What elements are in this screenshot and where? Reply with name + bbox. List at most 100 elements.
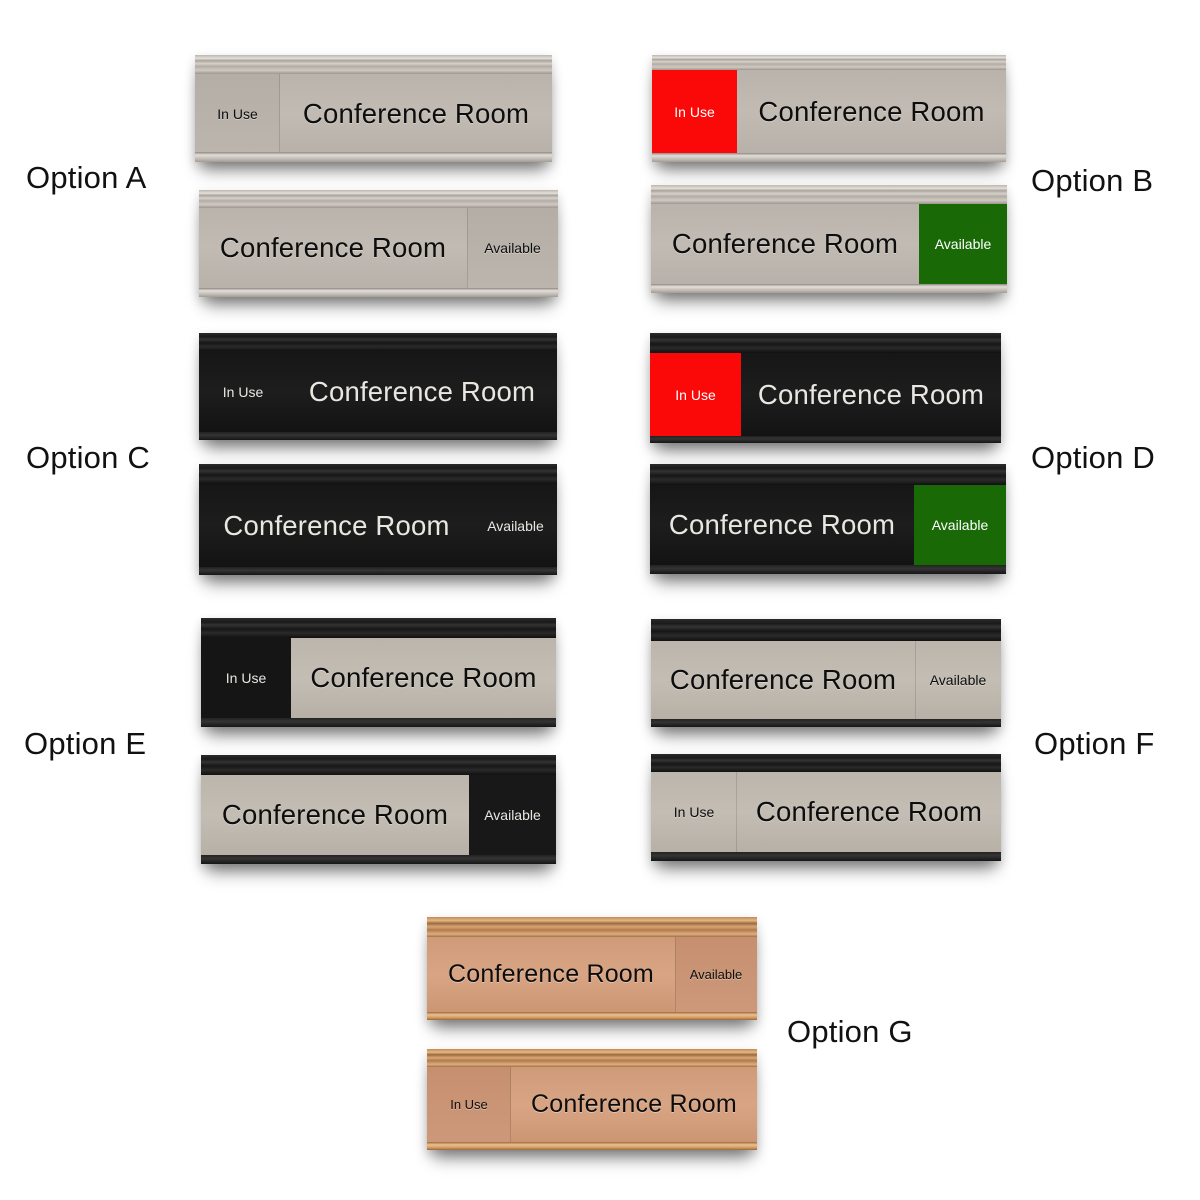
option-a-label: Option A xyxy=(26,160,147,195)
status-label: In Use xyxy=(675,386,716,403)
room-name: Conference Room xyxy=(758,95,985,127)
frame-top-rail xyxy=(195,55,552,74)
option-c-sign-in-use[interactable]: In Use Conference Room xyxy=(199,333,557,440)
room-nameplate: Conference Room xyxy=(737,70,1006,153)
status-slider[interactable]: In Use xyxy=(195,74,280,153)
option-a-sign-available[interactable]: Conference Room Available xyxy=(199,190,558,297)
room-nameplate: Conference Room xyxy=(651,641,915,719)
sign-insert: Conference Room Available xyxy=(651,641,1001,719)
room-nameplate: Conference Room xyxy=(199,484,474,567)
option-e-sign-in-use[interactable]: In Use Conference Room xyxy=(201,618,556,727)
room-name: Conference Room xyxy=(669,664,897,695)
frame-top-rail xyxy=(652,55,1006,70)
sign-insert: In Use Conference Room xyxy=(201,638,556,718)
frame-top-rail xyxy=(201,618,556,638)
frame-top-rail xyxy=(650,464,1006,485)
frame-bottom-rail xyxy=(199,432,557,440)
option-d-sign-in-use[interactable]: In Use Conference Room xyxy=(650,333,1001,443)
status-slider-green[interactable]: Available xyxy=(914,485,1006,565)
option-g-label: Option G xyxy=(787,1014,913,1049)
room-name: Conference Room xyxy=(448,960,654,988)
status-slider[interactable]: Available xyxy=(467,208,558,288)
status-label: Available xyxy=(929,672,987,688)
option-g-sign-available[interactable]: Conference Room Available xyxy=(427,917,757,1020)
frame-top-rail xyxy=(651,185,1007,204)
status-label: In Use xyxy=(222,383,264,400)
room-nameplate: Conference Room xyxy=(650,485,914,565)
room-name: Conference Room xyxy=(219,232,447,263)
room-name: Conference Room xyxy=(302,97,530,129)
status-slider[interactable]: Available xyxy=(675,937,757,1012)
option-f-sign-in-use[interactable]: In Use Conference Room xyxy=(651,754,1001,861)
frame-bottom-rail xyxy=(427,1012,757,1020)
status-slider[interactable]: Available xyxy=(915,641,1001,719)
status-label: In Use xyxy=(225,670,267,686)
status-label: In Use xyxy=(673,804,715,820)
room-nameplate: Conference Room xyxy=(511,1067,757,1142)
status-label: Available xyxy=(931,517,989,533)
room-nameplate: Conference Room xyxy=(651,204,919,284)
option-d-label: Option D xyxy=(1031,440,1155,475)
frame-bottom-rail xyxy=(201,855,556,864)
room-nameplate: Conference Room xyxy=(287,351,557,432)
status-slider[interactable]: In Use xyxy=(651,772,737,852)
room-nameplate: Conference Room xyxy=(741,353,1001,436)
status-slider[interactable]: Available xyxy=(469,775,556,855)
room-name: Conference Room xyxy=(221,799,449,830)
status-slider[interactable]: In Use xyxy=(199,351,287,432)
status-label: Available xyxy=(689,967,743,982)
room-name: Conference Room xyxy=(757,378,985,410)
room-name: Conference Room xyxy=(310,662,537,693)
option-f-label: Option F xyxy=(1034,726,1155,761)
sign-insert: Conference Room Available xyxy=(199,484,557,567)
status-label: Available xyxy=(934,236,992,252)
frame-top-rail xyxy=(650,333,1001,353)
frame-bottom-rail xyxy=(195,152,552,162)
frame-top-rail xyxy=(651,619,1001,641)
option-f-sign-available[interactable]: Conference Room Available xyxy=(651,619,1001,727)
room-nameplate: Conference Room xyxy=(199,208,467,288)
room-nameplate: Conference Room xyxy=(280,74,552,153)
room-name: Conference Room xyxy=(668,509,896,540)
option-a-sign-in-use[interactable]: In Use Conference Room xyxy=(195,55,552,162)
frame-top-rail xyxy=(199,464,557,484)
option-g-sign-in-use[interactable]: In Use Conference Room xyxy=(427,1049,757,1150)
frame-bottom-rail xyxy=(427,1142,757,1150)
option-c-sign-available[interactable]: Conference Room Available xyxy=(199,464,557,575)
frame-bottom-rail xyxy=(650,565,1006,574)
status-label: In Use xyxy=(217,105,258,122)
status-slider-green[interactable]: Available xyxy=(919,204,1007,284)
frame-top-rail xyxy=(651,754,1001,772)
frame-bottom-rail xyxy=(651,719,1001,727)
frame-bottom-rail xyxy=(199,288,558,297)
room-nameplate: Conference Room xyxy=(291,638,556,718)
option-b-sign-available[interactable]: Conference Room Available xyxy=(651,185,1007,293)
frame-top-rail xyxy=(427,917,757,937)
sign-insert: In Use Conference Room xyxy=(199,351,557,432)
status-slider[interactable]: Available xyxy=(474,484,557,567)
option-e-sign-available[interactable]: Conference Room Available xyxy=(201,755,556,864)
status-slider[interactable]: In Use xyxy=(201,638,291,718)
room-name: Conference Room xyxy=(531,1090,737,1118)
room-name: Conference Room xyxy=(223,509,450,541)
option-b-label: Option B xyxy=(1031,163,1154,198)
room-name: Conference Room xyxy=(671,228,899,259)
sign-insert: Conference Room Available xyxy=(427,937,757,1012)
option-b-sign-in-use[interactable]: In Use Conference Room xyxy=(652,55,1006,162)
sign-insert: Conference Room Available xyxy=(199,208,558,288)
room-name: Conference Room xyxy=(755,796,983,827)
status-label: In Use xyxy=(674,103,715,120)
sign-insert: In Use Conference Room xyxy=(652,70,1006,153)
status-label: In Use xyxy=(450,1097,488,1112)
room-name: Conference Room xyxy=(308,375,536,407)
frame-top-rail xyxy=(201,755,556,775)
frame-bottom-rail xyxy=(201,718,556,727)
status-label: Available xyxy=(487,517,544,534)
room-nameplate: Conference Room xyxy=(737,772,1001,852)
frame-top-rail xyxy=(199,333,557,351)
status-slider-red[interactable]: In Use xyxy=(652,70,737,153)
option-d-sign-available[interactable]: Conference Room Available xyxy=(650,464,1006,574)
status-slider-red[interactable]: In Use xyxy=(650,353,741,436)
status-slider[interactable]: In Use xyxy=(427,1067,511,1142)
room-nameplate: Conference Room xyxy=(427,937,675,1012)
